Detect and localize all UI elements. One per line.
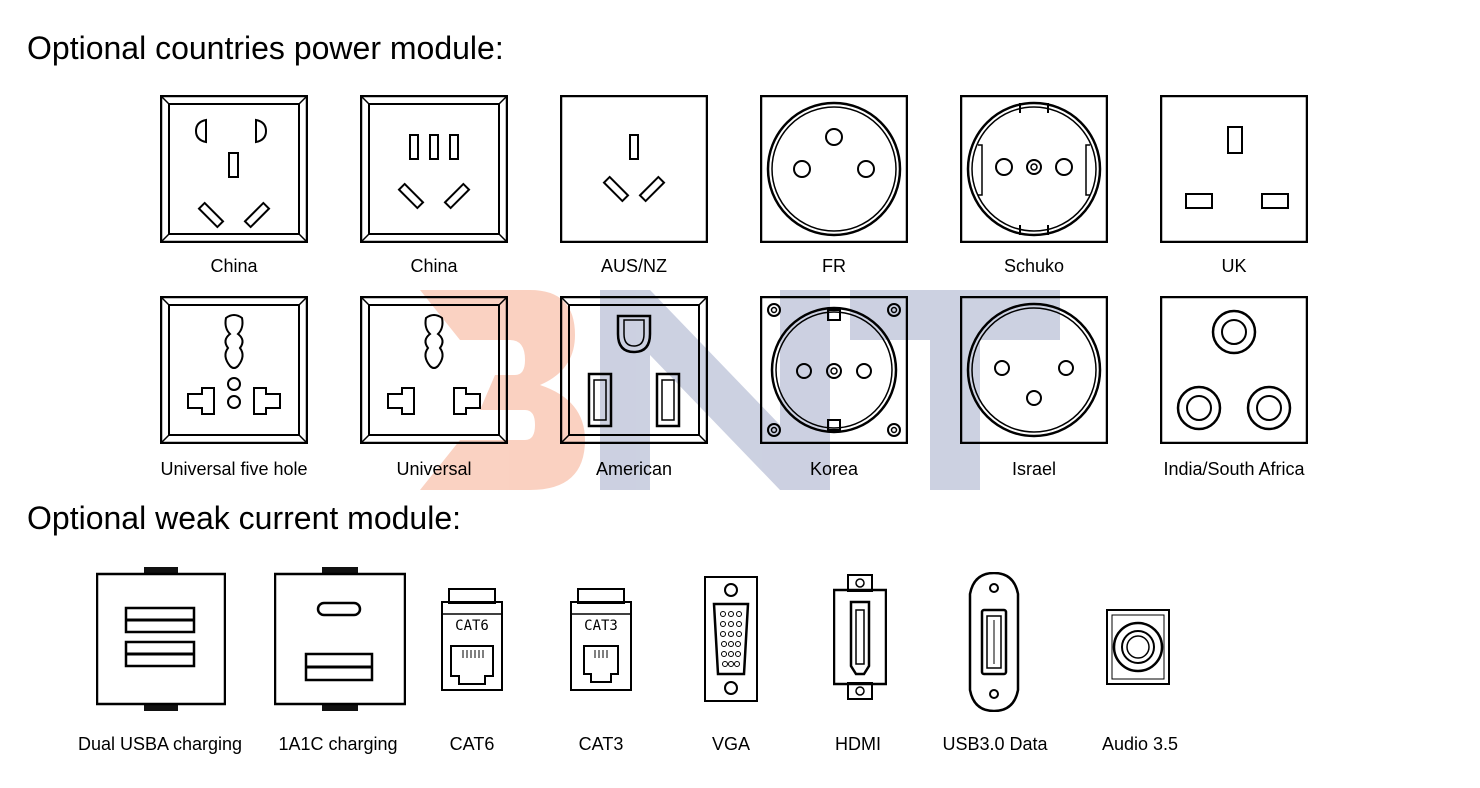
weak-label-dual-usba: Dual USBA charging [77,734,243,754]
cat3-jack-text: CAT3 [584,618,618,634]
weak-label-audio-3-5: Audio 3.5 [1101,734,1179,754]
weak-label-vga: VGA [711,734,750,754]
rj45-jack-icon [441,588,503,692]
usb3-data-port-icon [966,572,1022,712]
weak-label-hdmi: HDMI [835,734,881,754]
vga-port-icon [704,576,758,702]
power-label-china-1: China [210,256,258,276]
aus-nz-socket-icon [560,95,708,243]
dual-usba-charging-icon [96,567,226,711]
cat3-keystone-jack: CAT3 [570,588,632,692]
india-south-africa-socket-icon [1160,296,1308,444]
weak-label-cat3: CAT3 [578,734,624,754]
power-label-universal-five-hole: Universal five hole [160,459,308,479]
power-label-aus-nz: AUS/NZ [600,256,667,276]
schuko-socket-icon [960,95,1108,243]
power-label-american: American [595,459,673,479]
cat6-jack-text: CAT6 [455,618,489,634]
american-socket-icon [560,296,708,444]
rj11-jack-icon [570,588,632,692]
israel-socket-icon [960,296,1108,444]
power-label-korea: Korea [809,459,859,479]
weak-label-1a1c: 1A1C charging [278,734,398,754]
power-label-china-2: China [410,256,458,276]
universal-socket-icon [360,296,508,444]
korea-socket-icon [760,296,908,444]
china-five-hole-socket-icon [160,95,308,243]
fr-socket-icon [760,95,908,243]
china-three-pin-socket-icon [360,95,508,243]
power-label-uk: UK [1221,256,1247,276]
power-label-israel: Israel [1011,459,1056,479]
weak-label-usb3-data: USB3.0 Data [942,734,1048,754]
power-label-universal: Universal [396,459,472,479]
power-module-title: Optional countries power module: [27,30,504,66]
power-label-india-south-africa: India/South Africa [1163,459,1305,479]
uk-socket-icon [1160,95,1308,243]
power-label-fr: FR [822,256,846,276]
weak-label-cat6: CAT6 [449,734,495,754]
power-label-schuko: Schuko [1003,256,1065,276]
usb-a-usb-c-charging-icon [274,567,406,711]
weak-current-module-title: Optional weak current module: [27,500,461,536]
hdmi-port-icon [833,574,887,700]
universal-five-hole-socket-icon [160,296,308,444]
cat6-keystone-jack: CAT6 [441,588,503,692]
audio-jack-icon [1106,609,1170,685]
